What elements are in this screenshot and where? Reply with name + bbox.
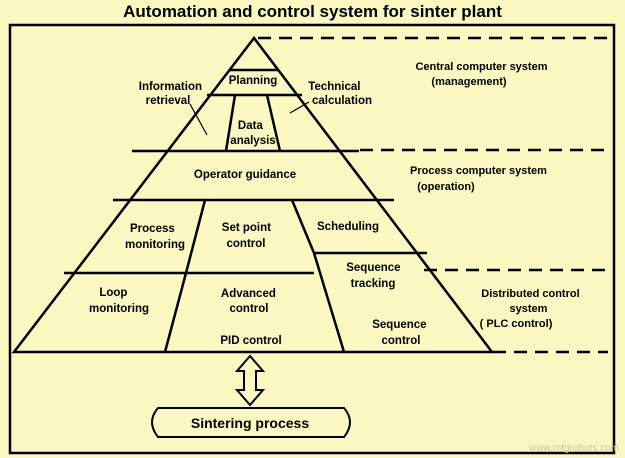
divider-data-left <box>224 94 237 152</box>
label-pid-control: PID control <box>220 335 281 347</box>
label-sintering-process: Sintering process <box>191 415 309 431</box>
pointer-information-retrieval <box>189 103 208 136</box>
label-advanced-control: Advanced control <box>221 288 279 315</box>
label-distributed-control-system: Distributed control system ( PLC control… <box>480 288 583 330</box>
label-process-computer-system: Process computer system (operation) <box>410 165 550 193</box>
label-planning: Planning <box>229 75 278 87</box>
double-arrow-icon <box>234 354 266 407</box>
label-operator-guidance: Operator guidance <box>194 169 296 181</box>
page-title: Automation and control system for sinter… <box>123 2 502 21</box>
label-sequence-control: Sequence control <box>372 319 430 347</box>
watermark: www.mfgrobots.com <box>528 443 619 454</box>
label-information-retrieval: Information retrieval <box>139 81 205 107</box>
divider-data-right <box>265 94 282 152</box>
label-process-monitoring: Process monitoring <box>125 223 185 251</box>
pyramid-outline <box>11 35 495 354</box>
divider-setpoint-left <box>184 199 207 274</box>
outer-frame <box>8 23 616 455</box>
label-data-analysis: Data analysis <box>230 120 275 147</box>
label-technical-calculation: Technical calculation <box>308 81 372 107</box>
divider-advanced-left <box>163 272 188 353</box>
label-scheduling: Scheduling <box>317 221 379 233</box>
label-central-computer-system: Central computer system (management) <box>415 61 550 88</box>
divider-sequence-left <box>312 252 346 353</box>
divider-setpoint-right <box>290 199 316 254</box>
label-set-point-control: Set point control <box>222 222 274 250</box>
pointer-technical-calculation <box>289 101 310 114</box>
label-loop-monitoring: Loop monitoring <box>89 287 149 315</box>
sintering-process-box <box>151 407 351 438</box>
label-sequence-tracking: Sequence tracking <box>346 262 404 290</box>
